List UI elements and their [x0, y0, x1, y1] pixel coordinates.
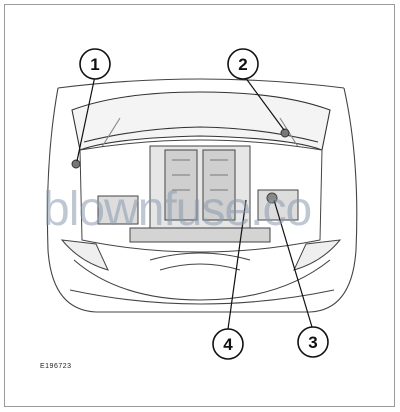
callout-4: 4 [212, 328, 244, 360]
callout-1: 1 [79, 48, 111, 80]
callout-3: 3 [297, 326, 329, 358]
callout-2: 2 [227, 48, 259, 80]
marker-1 [71, 159, 81, 169]
svg-text:1: 1 [90, 55, 99, 74]
watermark: blownfuse.co [43, 183, 312, 236]
car-body-outline [46, 78, 358, 313]
svg-text:3: 3 [308, 333, 317, 352]
headlamps [60, 239, 342, 271]
svg-text:4: 4 [223, 335, 233, 354]
leader-lines [76, 75, 313, 330]
diagram-frame [4, 4, 395, 407]
marker-2 [280, 128, 290, 138]
figure-id: E196723 [40, 363, 72, 370]
svg-text:2: 2 [238, 55, 247, 74]
